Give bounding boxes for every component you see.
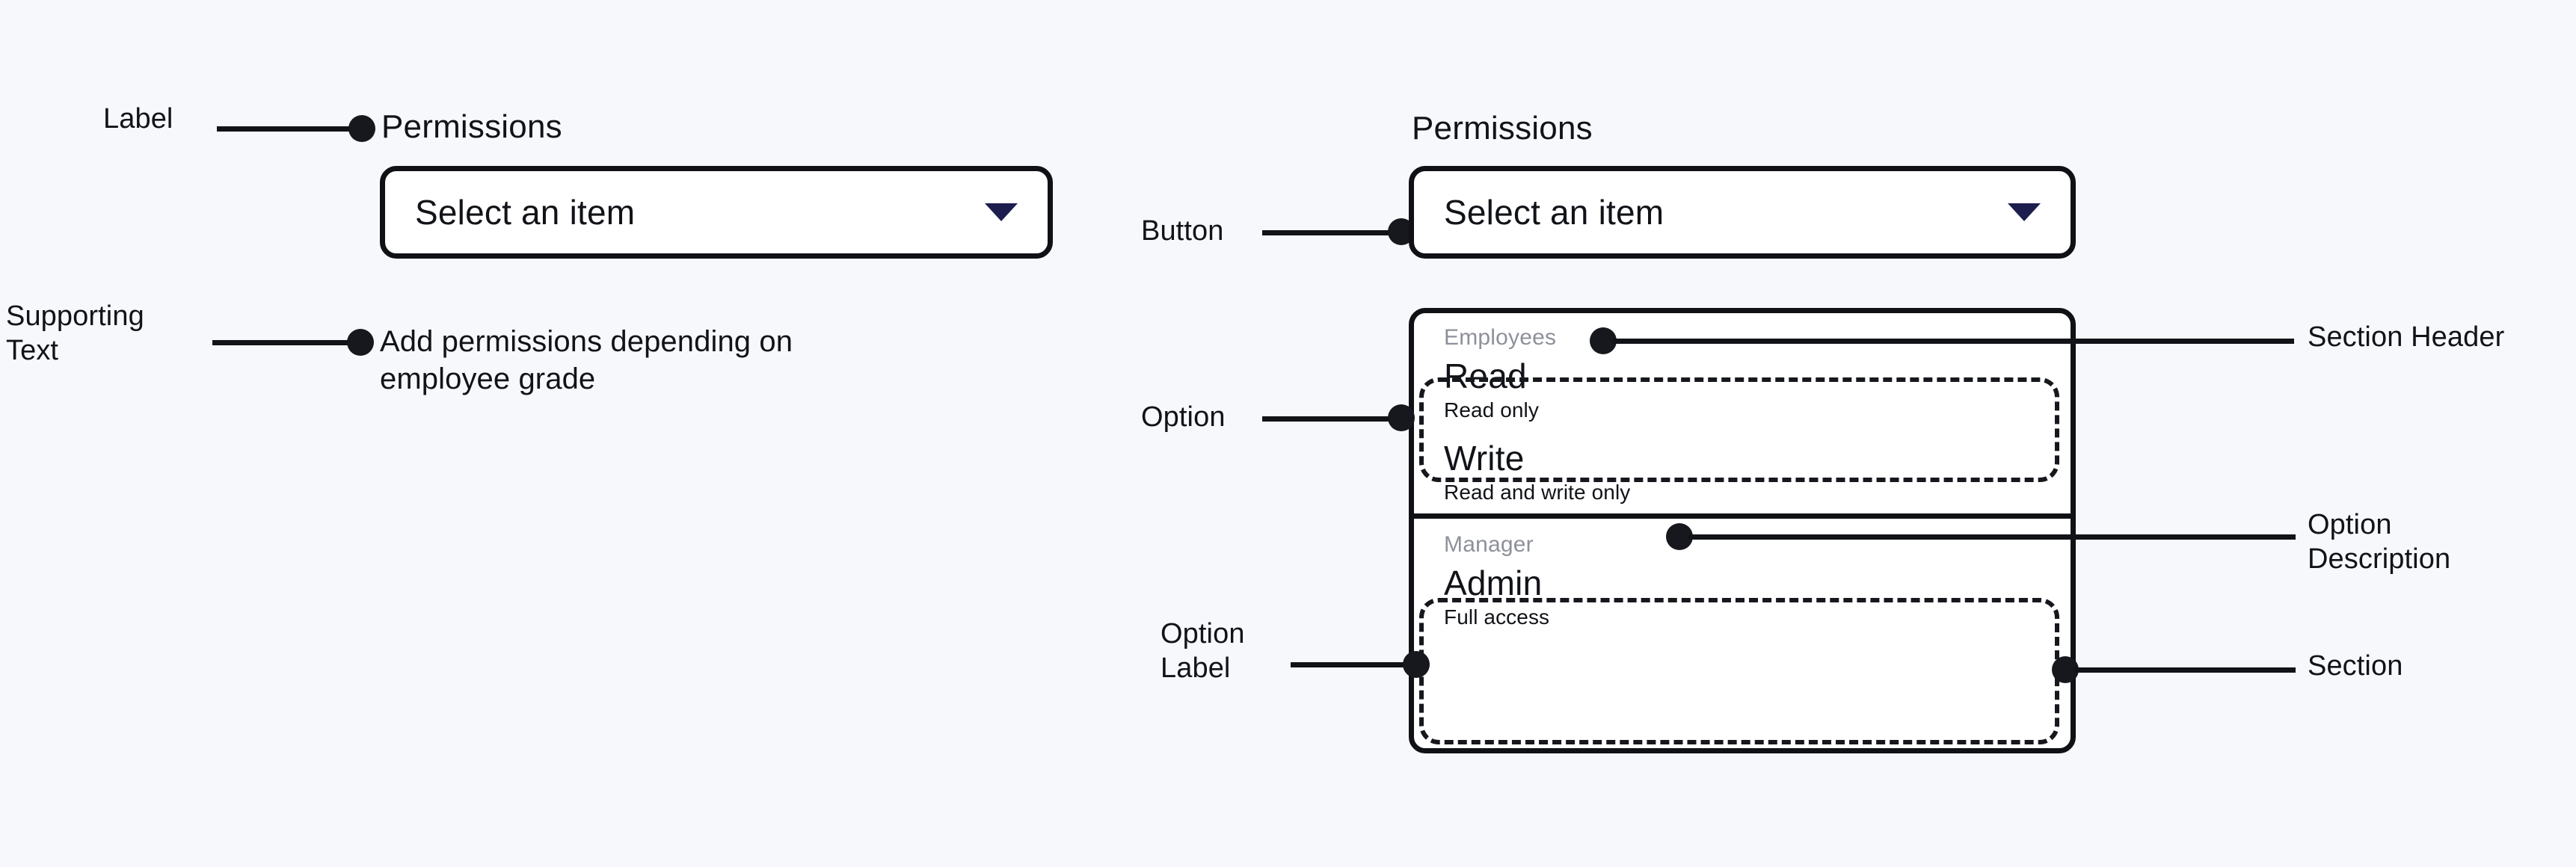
right-select-trigger[interactable]: Select an item — [1409, 166, 2076, 259]
annotation-option-dot — [1388, 404, 1415, 431]
listbox-option-write[interactable]: Write Read and write only — [1414, 431, 2071, 513]
annotation-label-leader — [217, 126, 363, 132]
listbox-section-manager: Manager Admin Full access — [1414, 513, 2071, 638]
option-label: Read — [1444, 357, 1527, 395]
annotation-option-label-dot — [1403, 651, 1430, 678]
annotation-option-label-leader — [1291, 662, 1410, 667]
left-supporting-text: Add permissions depending on employee gr… — [380, 325, 793, 395]
annotation-section-leader — [2074, 667, 2296, 673]
left-field-label: Permissions — [381, 108, 562, 145]
listbox-section-employees: Employees Read Read only Write Read and … — [1414, 313, 2071, 513]
section-header-label: Employees — [1444, 325, 1557, 350]
annotation-option-leader — [1262, 416, 1398, 422]
annotation-option-description-text: Option Description — [2308, 509, 2451, 575]
option-label: Write — [1444, 439, 1525, 478]
annotation-section-header-leader — [1612, 339, 2294, 344]
right-select-value: Select an item — [1444, 193, 1664, 232]
permissions-listbox[interactable]: Employees Read Read only Write Read and … — [1409, 308, 2076, 753]
option-description: Read only — [1444, 398, 1539, 422]
annotation-option-description-leader — [1688, 534, 2296, 540]
left-select-value: Select an item — [415, 193, 636, 232]
annotation-supporting-text-leader — [212, 340, 362, 345]
listbox-option-admin[interactable]: Admin Full access — [1414, 561, 2071, 638]
annotation-option-label-text: Option Label — [1161, 618, 1245, 684]
annotation-option-text: Option — [1141, 401, 1226, 433]
option-description: Full access — [1444, 605, 1550, 629]
option-description: Read and write only — [1444, 481, 1631, 504]
annotation-button-leader — [1262, 230, 1398, 235]
right-field-label: Permissions — [1412, 110, 1593, 146]
section-header-label: Manager — [1444, 532, 1534, 557]
annotation-supporting-text-dot — [347, 329, 374, 356]
option-label: Admin — [1444, 564, 1543, 602]
chevron-down-icon — [985, 203, 1018, 221]
annotation-section-text: Section — [2308, 650, 2403, 682]
listbox-option-read[interactable]: Read Read only — [1414, 354, 2071, 431]
annotation-supporting-text-text: Supporting Text — [6, 300, 144, 366]
chevron-down-icon — [2008, 203, 2041, 221]
annotation-label-text: Label — [103, 103, 173, 135]
annotation-section-header-text: Section Header — [2308, 321, 2505, 353]
annotation-button-text: Button — [1141, 215, 1224, 247]
left-select-trigger[interactable]: Select an item — [380, 166, 1053, 259]
annotation-label-dot — [348, 115, 375, 142]
